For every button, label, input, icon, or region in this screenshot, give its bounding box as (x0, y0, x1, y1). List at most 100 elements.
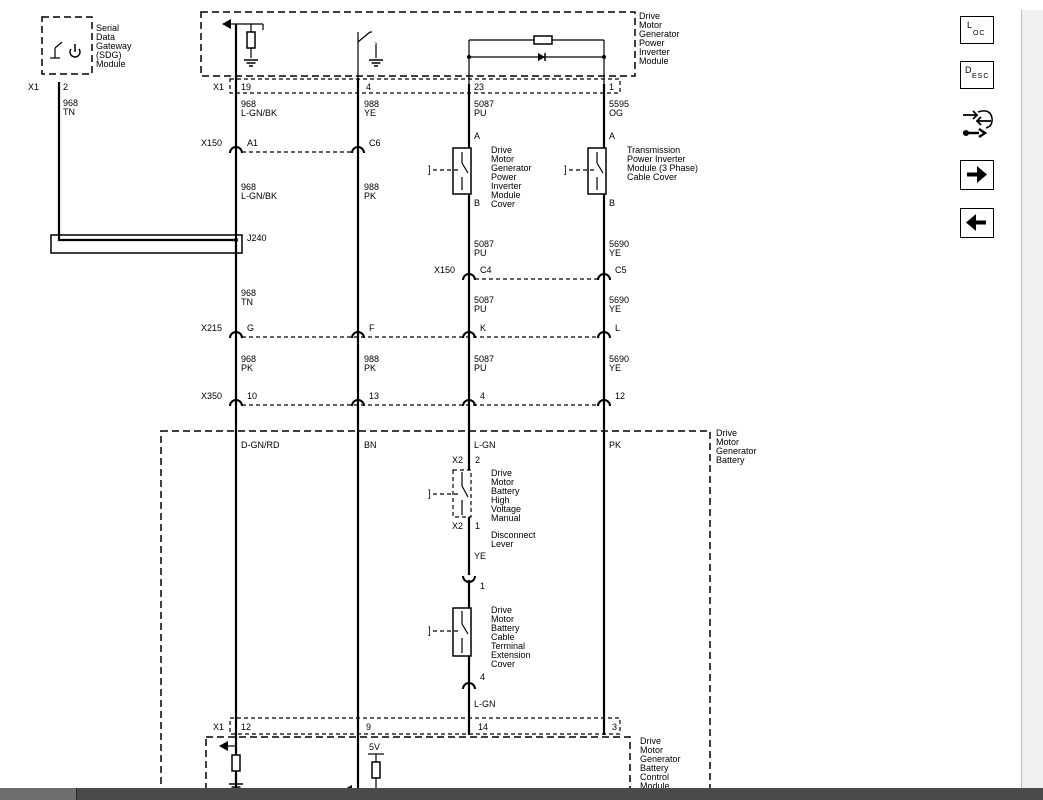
location-button-suffix: OC (973, 30, 986, 37)
description-button[interactable]: D ESC (960, 61, 994, 89)
arrow-right-icon (967, 166, 987, 183)
pin-19: 19 (241, 82, 251, 92)
bcm-label-5: Control (640, 772, 669, 782)
switch-icon (357, 31, 371, 43)
pin-b: B (474, 198, 480, 208)
bcm-label-1: Drive (640, 736, 661, 746)
wire-label: YE (474, 551, 486, 561)
x2-label: X2 (452, 521, 463, 531)
wire-label: BN (364, 440, 377, 450)
wire-label: PK (364, 191, 376, 201)
switch-label: Battery (491, 486, 520, 496)
wire-label: 5690 (609, 295, 629, 305)
switch-label: Power (491, 172, 517, 182)
switch-label: Module (3 Phase) (627, 163, 698, 173)
sdg-wire (57, 82, 236, 242)
vertical-scrollbar[interactable] (1021, 10, 1043, 790)
bcm-label-2: Motor (640, 745, 663, 755)
sdg-pin: 2 (63, 82, 68, 92)
wire-label: YE (609, 363, 621, 373)
switch-label: Motor (491, 614, 514, 624)
next-page-button[interactable] (960, 160, 994, 190)
transmission-cover-switch: A ] B Transmission Power Inverter Module… (564, 131, 698, 208)
switch-label: Drive (491, 468, 512, 478)
power-icon (69, 44, 81, 58)
sdg-wire-color: TN (63, 107, 75, 117)
sdg-label-4: (SDG) (96, 50, 122, 60)
sdg-connector-label: X1 (28, 82, 39, 92)
wire-label: 968 (241, 99, 256, 109)
manual-disconnect-switch: X2 2 ] X2 1 Drive Motor Battery High Vol… (428, 455, 536, 549)
j240-label: J240 (247, 233, 267, 243)
wire-label: 5690 (609, 354, 629, 364)
bcm-label-6: Module (640, 781, 670, 791)
pin-12: 12 (615, 391, 625, 401)
switch-label: Battery (491, 623, 520, 633)
pin-a1: A1 (247, 138, 258, 148)
location-button-letter: L (967, 20, 973, 30)
wire-label: D-GN/RD (241, 440, 280, 450)
switch-label: Cover (491, 199, 515, 209)
pin-c5: C5 (615, 265, 627, 275)
status-bar-segment (0, 788, 77, 800)
connector-info-button[interactable] (960, 106, 994, 139)
wire-label: 5595 (609, 99, 629, 109)
bottom-status-bar (0, 788, 1043, 800)
arrow-left-icon (966, 214, 986, 231)
resistor-icon (371, 761, 381, 779)
x1-top-label: X1 (213, 82, 224, 92)
location-button[interactable]: L OC (960, 16, 994, 44)
wire-label: 988 (364, 99, 379, 109)
connector-cup (462, 575, 476, 583)
switch-label: High (491, 495, 510, 505)
voltage-label: 5V (369, 742, 380, 752)
battery-control-module: Drive Motor Generator Battery Control Mo… (205, 736, 681, 800)
switch-label: Inverter (491, 181, 522, 191)
wire-label: 5087 (474, 239, 494, 249)
pin-a: A (474, 131, 480, 141)
x215-label: X215 (201, 323, 222, 333)
wire-label: PK (609, 440, 621, 450)
pin-23: 23 (474, 82, 484, 92)
wire-label: 968 (241, 288, 256, 298)
wire-label: OG (609, 108, 623, 118)
battery-label-1: Drive (716, 428, 737, 438)
wire-label: YE (364, 108, 376, 118)
switch-label: Motor (491, 477, 514, 487)
description-button-letter: D (965, 65, 972, 75)
pin-1: 1 (480, 581, 485, 591)
switch-label: Manual (491, 513, 521, 523)
j240-splice: J240 (50, 233, 267, 254)
pin-b: B (609, 198, 615, 208)
switch-label: Extension (491, 650, 531, 660)
pin-10: 10 (247, 391, 257, 401)
pim-cover-switch: A ] B Drive Motor Generator Power Invert… (428, 131, 532, 209)
pin-13: 13 (369, 391, 379, 401)
bcm-label-3: Generator (640, 754, 681, 764)
pin-f: F (369, 323, 375, 333)
pim-label-5: Inverter (639, 47, 670, 57)
pin-4: 4 (480, 391, 485, 401)
pin-1: 1 (475, 521, 480, 531)
bracket-icon: ] (428, 489, 431, 500)
switch-label: Module (491, 190, 521, 200)
resistor-icon (246, 31, 256, 49)
previous-page-button[interactable] (960, 208, 994, 238)
x150-label: X150 (201, 138, 222, 148)
pim-output-arrow-icon (222, 19, 263, 29)
pin-14: 14 (478, 722, 488, 732)
switch-label: Voltage (491, 504, 521, 514)
pin-4: 4 (480, 672, 485, 682)
sdg-wire-number: 968 (63, 98, 78, 108)
battery-label-4: Battery (716, 455, 745, 465)
pin-a: A (609, 131, 615, 141)
pim-label-4: Power (639, 38, 665, 48)
wire-label: 5087 (474, 99, 494, 109)
bracket-icon: ] (428, 165, 431, 176)
ground-icon (243, 59, 259, 67)
wire-label: TN (241, 297, 253, 307)
pim-label-3: Generator (639, 29, 680, 39)
wire-label: PU (474, 304, 487, 314)
bracket-icon: ] (428, 626, 431, 637)
wire-label: PK (364, 363, 376, 373)
